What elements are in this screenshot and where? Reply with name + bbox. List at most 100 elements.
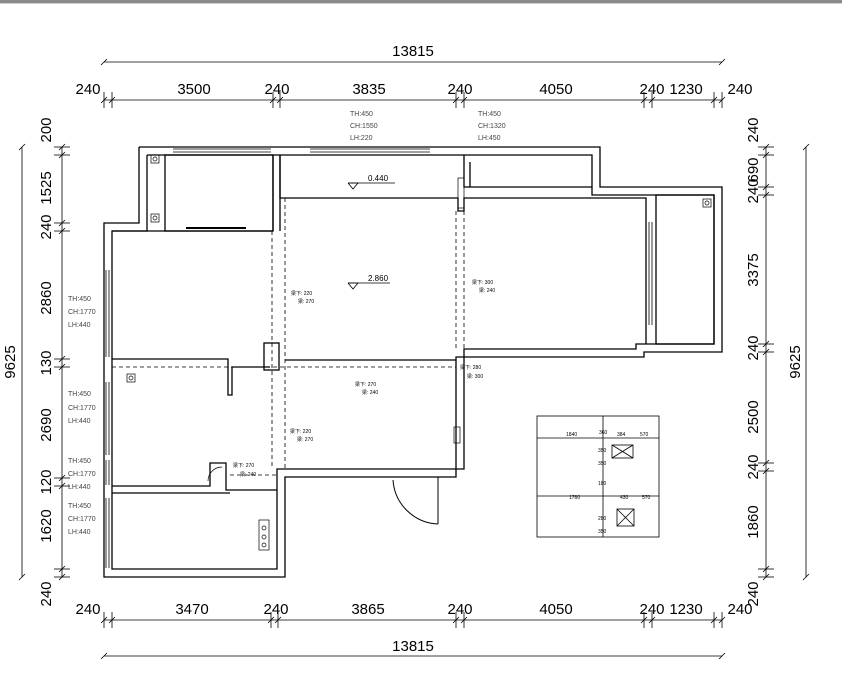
dim-top-segment-label: 1230 (669, 81, 702, 98)
inset-row2-c: 570 (642, 495, 651, 501)
inset-row2-v1: 180 (598, 481, 607, 487)
window-note-top-b-th: TH:450 (478, 111, 501, 118)
inset-row1-d: 570 (640, 432, 649, 438)
level-markers (347, 182, 395, 290)
dim-top-segment-label: 240 (727, 81, 752, 98)
beam-lines (112, 198, 465, 476)
dim-left-segment-label: 200 (38, 117, 55, 142)
dim-bottom-segment-label: 1230 (669, 601, 702, 618)
dim-bottom-segment-label: 4050 (539, 601, 572, 618)
window-note-left-d-th: TH:450 (68, 503, 91, 510)
inset-row1-b: 360 (599, 430, 608, 436)
wall-right-room (463, 155, 592, 188)
level-balcony: 0.440 (368, 174, 389, 183)
window-note-top-b-lh: LH:450 (478, 135, 501, 142)
dim-right-segment-label: 240 (745, 454, 762, 479)
window-note-left-c-lh: LH:440 (68, 484, 91, 491)
beam-note-5a: 梁下: 220 (290, 428, 311, 435)
dim-bottom-segment-label: 240 (75, 601, 100, 618)
beam-note-3a: 梁下: 280 (460, 364, 481, 371)
dim-left-segment-label: 240 (38, 214, 55, 239)
dim-top-segment-label: 3500 (177, 81, 210, 98)
wall-right-balcony (655, 194, 715, 345)
dim-bottom-segment-label: 3865 (351, 601, 384, 618)
dim-bottom-segment-label: 240 (263, 601, 288, 618)
window-note-left-a-lh: LH:440 (68, 322, 91, 329)
dim-bottom-segment-label: 240 (639, 601, 664, 618)
inset-row1-v1: 350 (598, 448, 607, 454)
windows (105, 148, 653, 568)
dim-right-segment-label: 2500 (745, 400, 762, 433)
dim-bottom-segment-label: 240 (447, 601, 472, 618)
window-note-left-c-ch: CH:1770 (68, 471, 96, 478)
dim-top-segment-label: 240 (447, 81, 472, 98)
inset-row2-v2: 280 (598, 516, 607, 522)
dim-right-segment-label: 240 (745, 117, 762, 142)
window-note-top-a-ch: CH:1550 (350, 123, 378, 130)
window-note-top-b-ch: CH:1320 (478, 123, 506, 130)
entry-door (392, 477, 439, 525)
dim-left-total-label: 9625 (2, 345, 19, 378)
fixtures (126, 154, 712, 551)
dim-left-segment-label: 1620 (38, 509, 55, 542)
dim-right-total-tick (802, 143, 810, 151)
inset-row2-b: 430 (620, 495, 629, 501)
dim-bottom-total-tick (718, 652, 726, 660)
dim-right-segment-label: 1860 (745, 505, 762, 538)
dim-bottom-total-label: 13815 (392, 638, 434, 655)
window-note-left-a-th: TH:450 (68, 296, 91, 303)
dim-bottom-total-tick (100, 652, 108, 660)
dim-left-segment-label: 2860 (38, 281, 55, 314)
dim-left-segment-label: 130 (38, 350, 55, 375)
beam-note-3b: 梁: 300 (467, 373, 483, 380)
beam-note-6a: 梁下: 270 (233, 462, 254, 469)
dim-top-segment-label: 4050 (539, 81, 572, 98)
beam-note-2b: 梁: 240 (479, 287, 495, 294)
inset-row2-v3: 350 (598, 529, 607, 535)
beam-note-4a: 梁下: 270 (355, 381, 376, 388)
inset-row1-c: 384 (617, 432, 626, 438)
window-note-left-b-ch: CH:1770 (68, 405, 96, 412)
dim-right-segment-label: 240 (745, 335, 762, 360)
dim-right-segment-label: 240 (745, 178, 762, 203)
inset-labels: 1840 360 384 570 350 350 1760 430 570 18… (566, 430, 651, 535)
dim-right-total-tick (802, 573, 810, 581)
beam-note-2a: 梁下: 300 (472, 279, 493, 286)
dim-right-segment-label: 3375 (745, 253, 762, 286)
window-note-left-d-lh: LH:440 (68, 529, 91, 536)
dim-bottom-segment-label: 3470 (175, 601, 208, 618)
window-note-left-c-th: TH:450 (68, 458, 91, 465)
outer-wall-outline (103, 146, 723, 578)
beam-note-6b: 梁: 240 (240, 471, 256, 478)
window-note-top-a-th: TH:450 (350, 111, 373, 118)
wall-upper-room (279, 155, 647, 344)
dim-top-total-tick (100, 58, 108, 66)
dim-right-segment-label: 240 (745, 581, 762, 606)
dim-top-total-tick (718, 58, 726, 66)
beam-note-1b: 梁: 270 (298, 298, 314, 305)
inset-row2-a: 1760 (569, 495, 580, 501)
level-living: 2.860 (368, 274, 389, 283)
inset-row1-v2: 350 (598, 461, 607, 467)
dim-left-total-tick (18, 573, 26, 581)
dim-top-segment-label: 240 (639, 81, 664, 98)
dim-top-segment-label: 240 (264, 81, 289, 98)
window-note-left-b-lh: LH:440 (68, 418, 91, 425)
beam-notes: 梁下: 220 梁: 270 梁下: 300 梁: 240 梁下: 280 梁:… (233, 279, 495, 478)
dim-top-segment-label: 240 (75, 81, 100, 98)
dim-right-segment-label: 690 (745, 157, 762, 182)
window-notes: TH:450 CH:1550 LH:220 TH:450 CH:1320 LH:… (68, 111, 506, 536)
inner-wall-outline (111, 154, 715, 570)
column (263, 342, 280, 371)
dim-left-segment-label: 2690 (38, 408, 55, 441)
beam-note-1a: 梁下: 220 (291, 290, 312, 297)
dim-right-total-label: 9625 (787, 345, 804, 378)
walls (103, 146, 723, 578)
wall-balcony-left (164, 154, 274, 232)
window-note-left-b-th: TH:450 (68, 391, 91, 398)
beam-note-5b: 梁: 270 (297, 436, 313, 443)
inset-row1-a: 1840 (566, 432, 577, 438)
